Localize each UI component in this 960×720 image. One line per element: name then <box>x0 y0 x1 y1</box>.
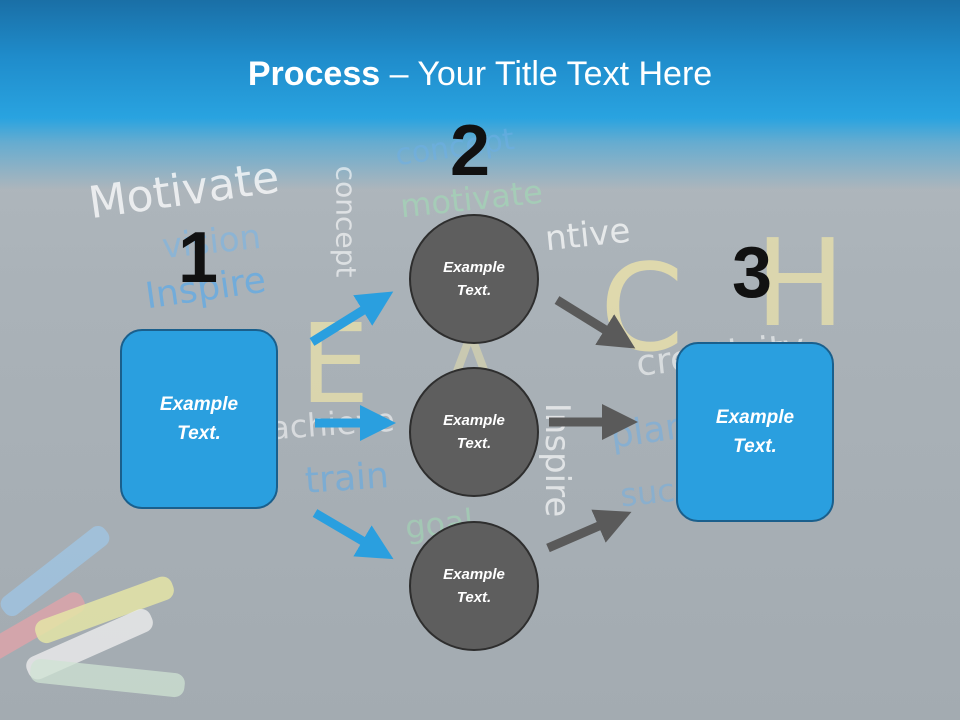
right-box-line1: Example <box>715 407 795 428</box>
circle-middle-line1: Example <box>443 412 505 429</box>
step-number-2: 2 <box>450 111 491 191</box>
right-box-line2: Text. <box>733 436 777 457</box>
circle-bottom: Example Text. <box>409 521 539 651</box>
circle-middle-line2: Text. <box>456 435 492 452</box>
circle-top-line2: Text. <box>456 282 492 299</box>
step-number-1: 1 <box>178 218 219 298</box>
right-text-box: Example Text. <box>676 342 834 522</box>
circle-top-line1: Example <box>443 259 505 276</box>
left-box-line1: Example <box>159 394 239 415</box>
chalk-stick-pink-icon <box>0 592 85 660</box>
slide-title: Process – Your Title Text Here <box>0 52 960 96</box>
circle-middle: Example Text. <box>409 367 539 497</box>
blue-arrow-down-icon <box>312 509 394 560</box>
title-bold: Process <box>247 55 381 93</box>
gray-arrow-up-icon <box>546 509 632 553</box>
step-number-3: 3 <box>732 233 773 313</box>
chalk-word: H <box>755 215 846 354</box>
blue-arrow-up-icon <box>309 291 394 346</box>
chalk-stick-green-icon <box>30 659 185 698</box>
chalk-stick-yellow-icon <box>35 576 174 644</box>
left-box-line2: Text. <box>177 423 221 444</box>
circle-bottom-line1: Example <box>443 566 505 583</box>
circle-bottom-line2: Text. <box>456 589 492 606</box>
left-text-box: Example Text. <box>120 329 278 509</box>
circle-top: Example Text. <box>409 214 539 344</box>
header-band <box>0 0 960 190</box>
chalk-stick-blue-icon <box>0 525 110 617</box>
chalk-word: C <box>600 240 684 379</box>
title-rest: – Your Title Text Here <box>380 55 713 93</box>
gray-arrow-down-icon <box>554 296 636 349</box>
